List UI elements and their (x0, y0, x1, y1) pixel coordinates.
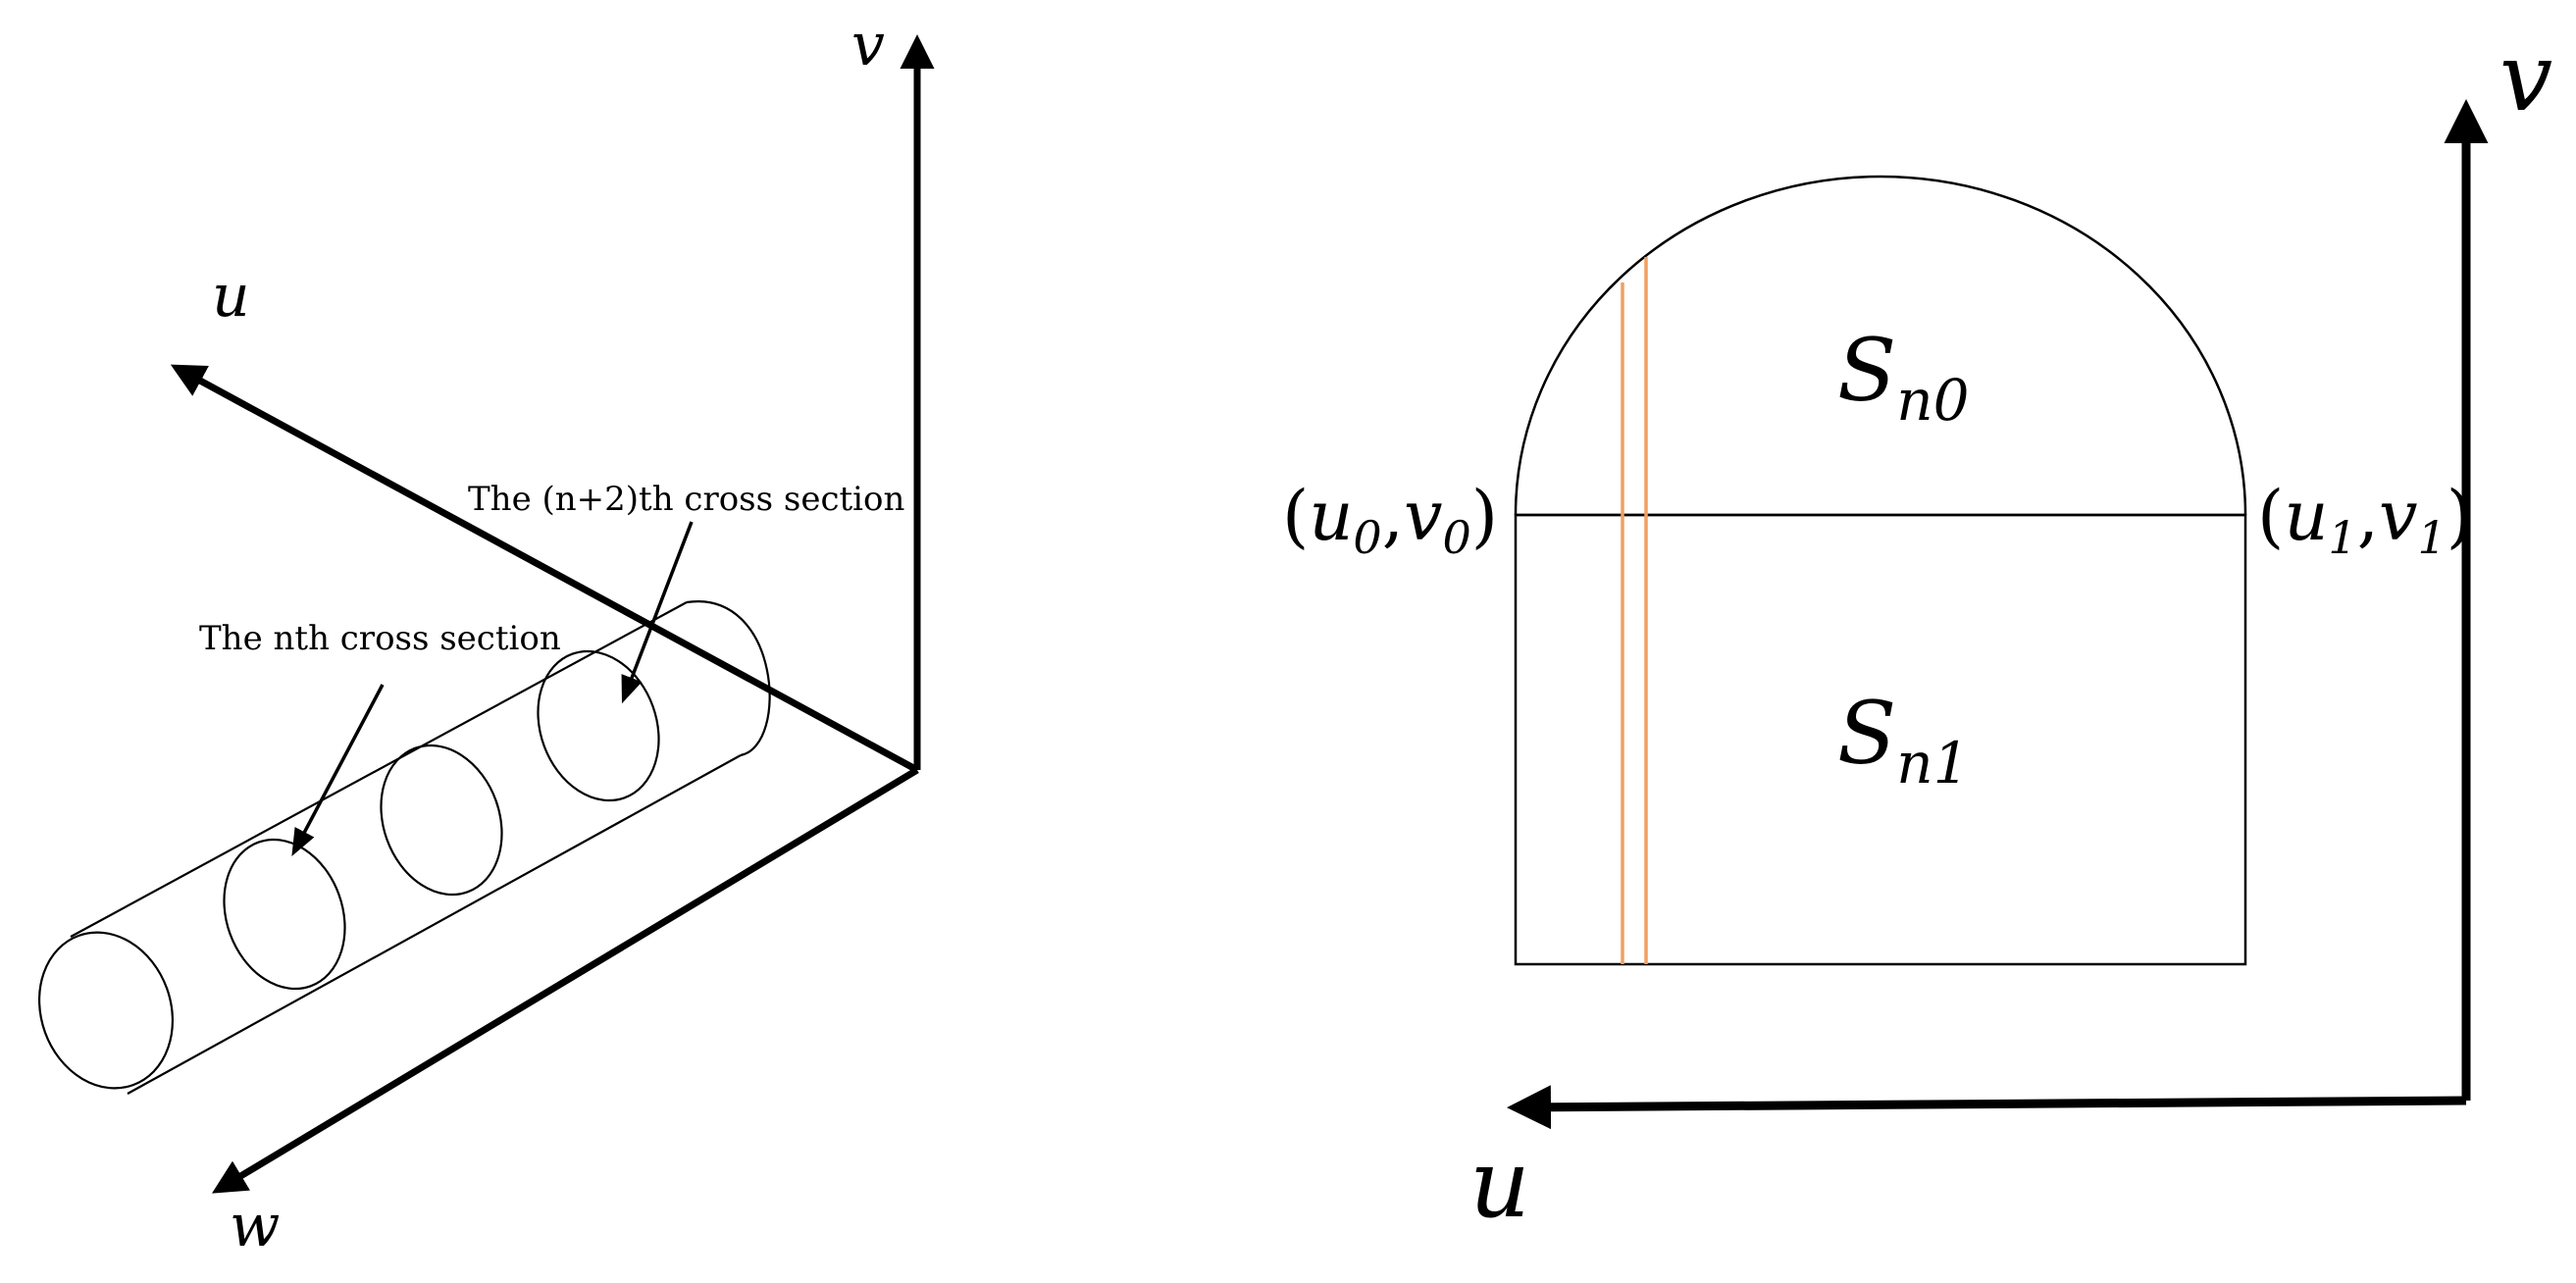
cross-section-n (223, 838, 346, 991)
cross-section-n-plus-2 (537, 649, 660, 802)
region-s-n1-label: Sn1 (1837, 683, 1970, 796)
v-axis-2d-label: v (2499, 23, 2552, 132)
w-axis-3d (211, 766, 919, 1194)
left-3d-diagram: v u w The nth cross section The (n+2)th … (37, 11, 935, 1260)
cylinder-far-cap (686, 600, 771, 757)
integration-strip (1621, 257, 1648, 964)
point-u1-v1-label: (u1,v1) (2257, 476, 2473, 564)
right-2d-diagram: Sn0 Sn1 (u0,v0) (u1,v1) v u (1282, 23, 2552, 1239)
nth-section-pointer (291, 684, 385, 856)
n-plus-2-section-pointer (621, 521, 694, 704)
nth-section-label: The nth cross section (199, 619, 561, 658)
cylinder-top-edge (70, 601, 688, 938)
cross-section-shape (1514, 175, 2247, 966)
cylinder-end-cap (37, 931, 175, 1090)
w-axis-3d-label: w (230, 1192, 280, 1260)
cylinder (37, 600, 771, 1095)
point-u0-v0-label: (u0,v0) (1282, 476, 1498, 564)
rectangle-bottom (1514, 513, 2247, 966)
cylinder-bottom-edge (127, 754, 742, 1095)
u-axis-3d-label: u (212, 262, 250, 331)
semicircle-top (1514, 175, 2247, 516)
region-s-n0-label: Sn0 (1837, 320, 1970, 434)
v-axis-3d-label: v (851, 11, 885, 79)
u-axis-2d-label: u (1469, 1129, 1530, 1239)
n-plus-2-section-label: The (n+2)th cross section (468, 480, 904, 519)
u-axis-3d (170, 364, 919, 774)
u-axis-2d (1507, 1085, 2467, 1130)
cross-section-n-plus-1 (380, 744, 503, 897)
